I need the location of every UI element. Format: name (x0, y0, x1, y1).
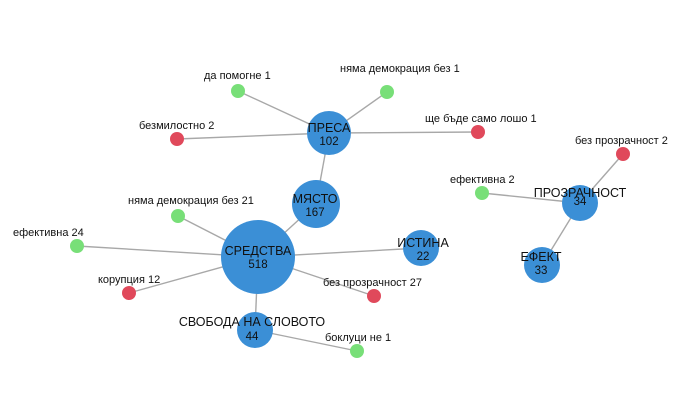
node-label-nqma_dem_1: няма демокрация без 1 (340, 63, 460, 75)
node-label-korupciq: корупция 12 (98, 274, 160, 286)
node-count-efekt: 33 (535, 265, 548, 277)
node-efektivna_24[interactable]: ефективна 24 (13, 227, 84, 253)
node-label-efektivna_2: ефективна 2 (450, 174, 515, 186)
edge-presa-shte_bade (328, 131, 479, 134)
node-circle-efekt[interactable] (524, 247, 560, 283)
node-label-bokluci: боклуци не 1 (325, 332, 391, 344)
node-count-presa: 102 (319, 136, 338, 148)
node-count-mqsto: 167 (305, 207, 324, 219)
node-shte_bade[interactable]: ще бъде само лошо 1 (425, 113, 537, 139)
node-label-istina: ИСТИНА (397, 236, 449, 250)
node-bez_prozr_27[interactable]: без прозрачност 27 (323, 277, 422, 303)
node-circle-shte_bade[interactable] (471, 125, 485, 139)
node-circle-bez_prozr_2[interactable] (616, 147, 630, 161)
edge-presa-bezmilostno (176, 132, 330, 140)
node-circle-istina[interactable] (403, 230, 439, 266)
node-label-bez_prozr_2: без прозрачност 2 (575, 135, 668, 147)
node-count-istina: 22 (417, 251, 430, 263)
node-circle-prozrachnost[interactable] (562, 185, 598, 221)
node-circle-sredstva[interactable] (221, 220, 295, 294)
node-circle-nqma_dem_1[interactable] (380, 85, 394, 99)
node-svoboda[interactable]: СВОБОДА НА СЛОВОТО 44 (179, 312, 326, 348)
node-label-presa: ПРЕСА (308, 121, 351, 135)
node-label-efekt: ЕФЕКТ (520, 250, 561, 264)
node-label-bezmilostno: безмилостно 2 (139, 120, 214, 132)
node-circle-da_pomogne[interactable] (231, 84, 245, 98)
node-label-bez_prozr_27: без прозрачност 27 (323, 277, 422, 289)
node-label-sredstva: СРЕДСТВА (225, 244, 292, 258)
node-circle-efektivna_24[interactable] (70, 239, 84, 253)
node-bez_prozr_2[interactable]: без прозрачност 2 (575, 135, 668, 161)
node-label-shte_bade: ще бъде само лошо 1 (425, 113, 537, 125)
node-korupciq[interactable]: корупция 12 (98, 274, 160, 300)
node-nqma_dem_1[interactable]: няма демокрация без 1 (340, 63, 460, 99)
node-da_pomogne[interactable]: да помогне 1 (204, 70, 271, 98)
node-efektivna_2[interactable]: ефективна 2 (450, 174, 515, 200)
node-label-efektivna_24: ефективна 24 (13, 227, 84, 239)
nodes-layer: СРЕДСТВА518МЯСТО167ПРЕСА102ИСТИНА22СВОБО… (13, 63, 668, 358)
node-circle-bez_prozr_27[interactable] (367, 289, 381, 303)
node-circle-presa[interactable] (307, 111, 351, 155)
node-circle-nqma_dem_21[interactable] (171, 209, 185, 223)
node-label-da_pomogne: да помогне 1 (204, 70, 271, 82)
node-circle-bezmilostno[interactable] (170, 132, 184, 146)
node-count-sredstva: 518 (248, 259, 267, 271)
node-label-prozrachnost: ПРОЗРАЧНОСТ (534, 186, 627, 200)
node-circle-svoboda[interactable] (237, 312, 273, 348)
node-count-svoboda: 44 (246, 331, 259, 343)
node-circle-efektivna_2[interactable] (475, 186, 489, 200)
node-circle-mqsto[interactable] (292, 180, 340, 228)
node-label-mqsto: МЯСТО (293, 192, 338, 206)
node-bokluci[interactable]: боклуци не 1 (325, 332, 391, 358)
node-nqma_dem_21[interactable]: няма демокрация без 21 (128, 195, 254, 223)
node-bezmilostno[interactable]: безмилостно 2 (139, 120, 214, 146)
node-count-prozrachnost: 34 (574, 196, 587, 208)
node-circle-bokluci[interactable] (350, 344, 364, 358)
node-label-svoboda: СВОБОДА НА СЛОВОТО (179, 315, 326, 329)
node-label-nqma_dem_21: няма демокрация без 21 (128, 195, 254, 207)
node-circle-korupciq[interactable] (122, 286, 136, 300)
